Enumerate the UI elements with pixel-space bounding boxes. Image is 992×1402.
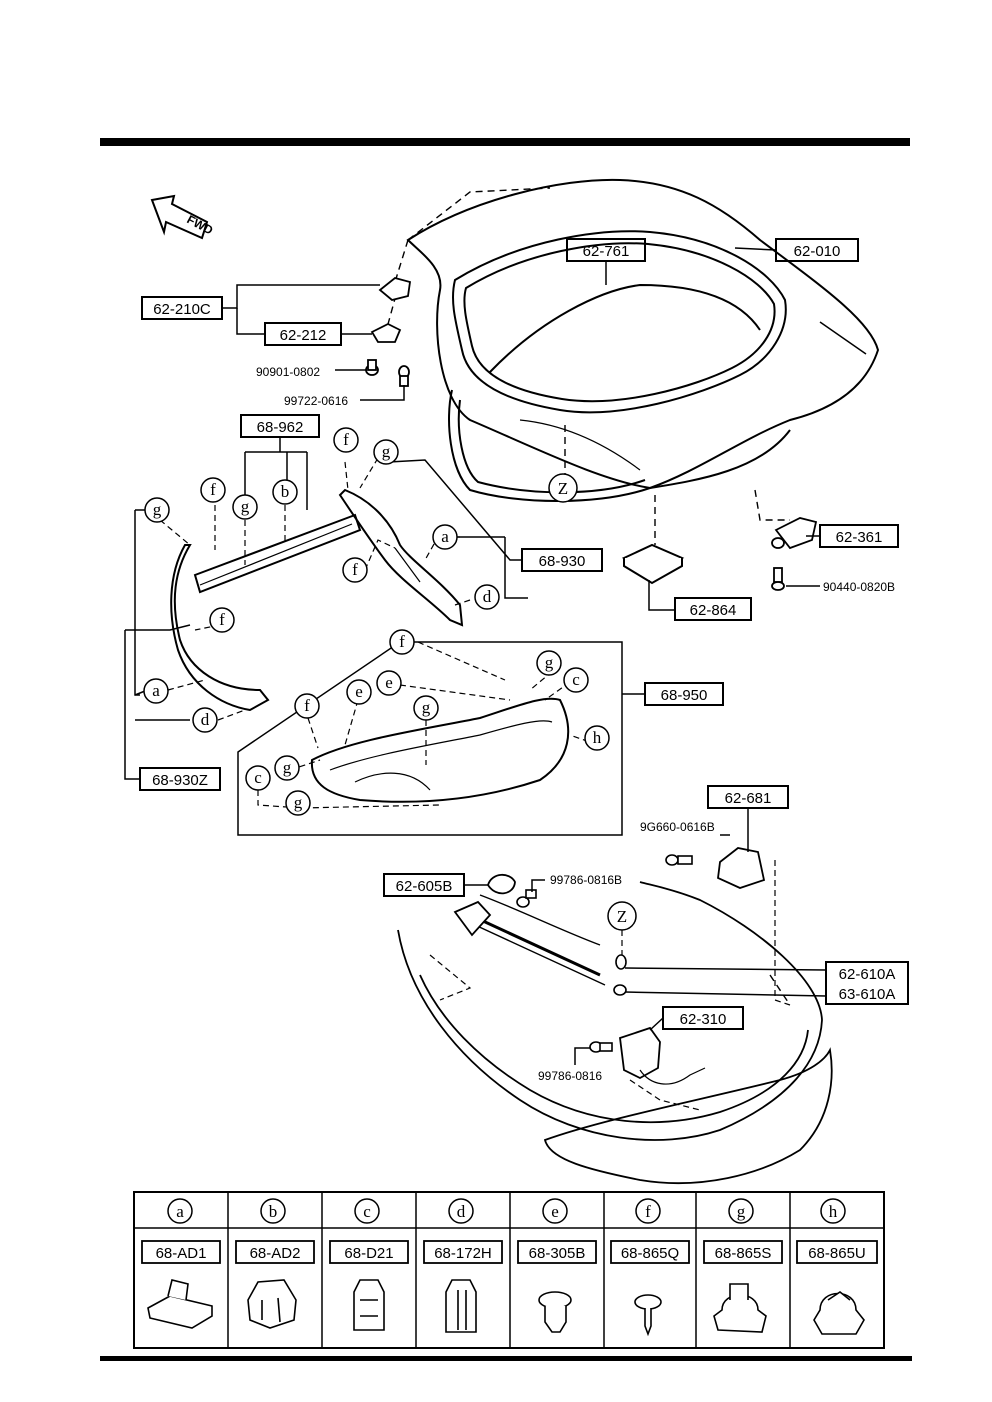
ref-z-body-label: Z (617, 907, 627, 926)
callout-62-605b: 62-605B (396, 878, 453, 895)
ref-e: e (385, 673, 393, 692)
hinge-bracket (365, 277, 412, 387)
clip-h-icon (813, 1291, 865, 1335)
fastener-90901-0802: 90901-0802 (256, 365, 320, 379)
trim-panels-drawing (170, 488, 570, 803)
callout-63-610a: 63-610A (839, 986, 896, 1003)
ref-d: d (483, 587, 492, 606)
clip-e-icon (538, 1291, 572, 1333)
ref-h: h (593, 728, 602, 747)
table-part-e: 68-305B (529, 1245, 586, 1262)
clip-b-icon (247, 1279, 297, 1329)
striker-bracket (771, 517, 818, 591)
fastener-9g660-0616b: 9G660-0616B (640, 820, 715, 834)
ref-g: g (422, 698, 431, 717)
table-letter-e: e (551, 1202, 559, 1221)
table-letter-h: h (829, 1202, 838, 1221)
clip-c-icon (353, 1279, 385, 1331)
table-part-c: 68-D21 (344, 1245, 393, 1262)
table-letter-d: d (457, 1202, 466, 1221)
clip-reference-letters: f g f g g b a f d f a d f g c e e f g h … (152, 430, 602, 812)
ref-z-body (607, 901, 637, 931)
fastener-99722-0616: 99722-0616 (284, 394, 348, 408)
clip-g-icon (713, 1283, 767, 1333)
trunk-lid-drawing (406, 178, 880, 502)
ref-d: d (201, 710, 210, 729)
table-letter-b: b (269, 1202, 278, 1221)
fastener-99786-0816b: 99786-0816B (550, 873, 622, 887)
table-part-a: 68-AD1 (156, 1245, 207, 1262)
callout-62-761: 62-761 (583, 243, 630, 260)
table-letter-g: g (737, 1202, 746, 1221)
clip-table: a b c d e f g h 68-AD1 68-AD2 68-D21 68-… (133, 1191, 885, 1349)
callout-68-950: 68-950 (661, 687, 708, 704)
ref-c: c (254, 768, 262, 787)
ref-g: g (283, 758, 292, 777)
table-part-h: 68-865U (808, 1245, 866, 1262)
callout-frames (139, 238, 909, 1030)
table-part-g: 68-865S (715, 1245, 772, 1262)
callout-62-610a: 62-610A (839, 966, 896, 983)
fwd-arrow-icon: FWD (150, 194, 216, 240)
callout-62-681: 62-681 (725, 790, 772, 807)
ref-g: g (545, 653, 554, 672)
callout-leaders (124, 247, 827, 1065)
ref-c: c (572, 670, 580, 689)
ref-f: f (304, 696, 310, 715)
clip-a-icon (147, 1279, 213, 1329)
lid-leaders (384, 187, 791, 1006)
callout-62-864: 62-864 (690, 602, 737, 619)
callout-62-361: 62-361 (836, 529, 883, 546)
callout-68-930z: 68-930Z (152, 772, 208, 789)
callout-68-930: 68-930 (539, 553, 586, 570)
ref-z-lid (548, 473, 578, 503)
table-part-f: 68-865Q (621, 1245, 679, 1262)
cover-group-frame (237, 641, 623, 836)
ref-g: g (153, 500, 162, 519)
table-letter-c: c (363, 1202, 371, 1221)
rear-fasteners (516, 854, 693, 1053)
callout-62-210c: 62-210C (153, 301, 211, 318)
clip-f-icon (634, 1294, 662, 1337)
fastener-90440-0820b: 90440-0820B (823, 580, 895, 594)
ref-f: f (343, 430, 349, 449)
bumper-pad (621, 543, 685, 585)
clip-d-icon (445, 1279, 477, 1333)
rear-leaders (429, 860, 791, 1111)
ref-a: a (441, 527, 449, 546)
clip-reference-circles (143, 427, 610, 816)
rear-body-drawing (397, 847, 833, 1185)
callout-68-962: 68-962 (257, 419, 304, 436)
ref-f: f (210, 480, 216, 499)
ref-g: g (382, 442, 391, 461)
ref-g: g (294, 793, 303, 812)
header-rule (100, 138, 910, 146)
table-letter-f: f (645, 1202, 651, 1221)
callout-62-310: 62-310 (680, 1011, 727, 1028)
ref-e: e (355, 682, 363, 701)
ref-a: a (152, 681, 160, 700)
footer-rule (100, 1356, 912, 1361)
callout-62-212: 62-212 (280, 327, 327, 344)
ref-z-lid-label: Z (558, 479, 568, 498)
table-part-b: 68-AD2 (250, 1245, 301, 1262)
table-part-d: 68-172H (434, 1245, 492, 1262)
ref-f: f (399, 632, 405, 651)
ref-g: g (241, 497, 250, 516)
table-letter-a: a (176, 1202, 184, 1221)
ref-b: b (281, 482, 290, 501)
ref-f: f (352, 560, 358, 579)
fastener-99786-0816: 99786-0816 (538, 1069, 602, 1083)
ref-f: f (219, 610, 225, 629)
callout-62-010: 62-010 (794, 243, 841, 260)
